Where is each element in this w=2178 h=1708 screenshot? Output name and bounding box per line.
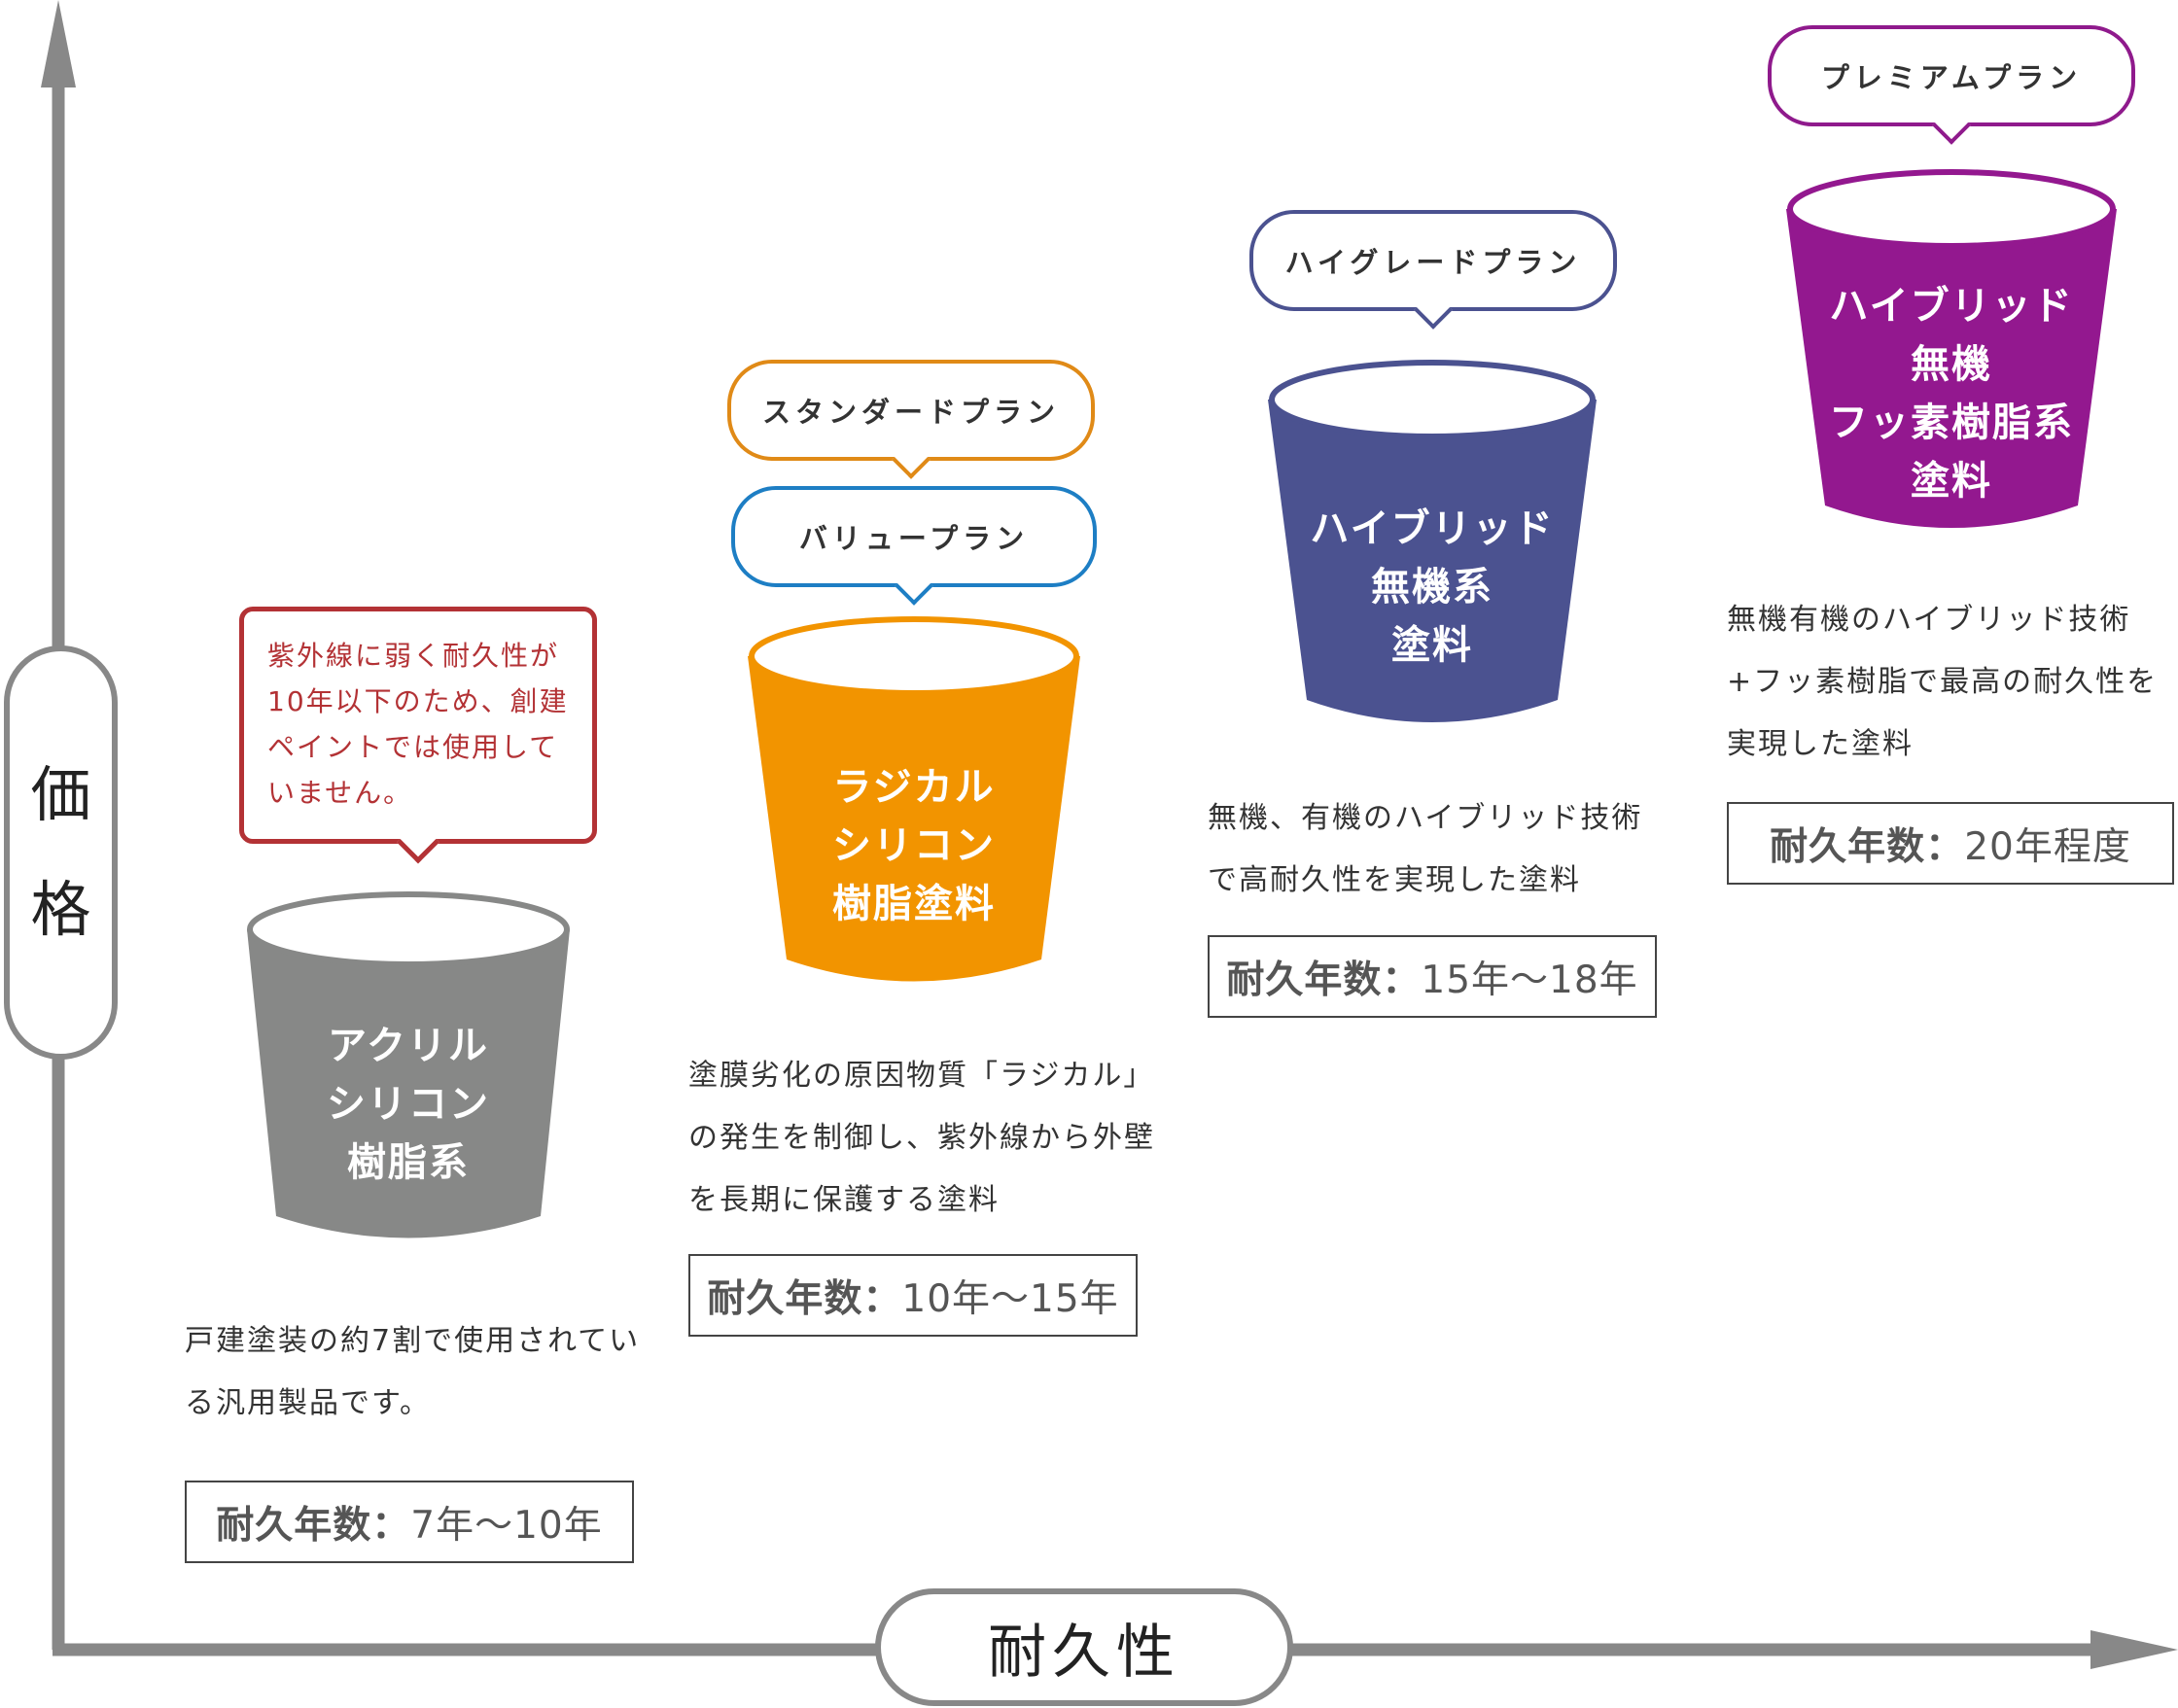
duration-label: 耐久年数： bbox=[1226, 958, 1422, 1002]
bubble-high-grade-plan: ハイグレードプラン bbox=[1249, 210, 1617, 311]
description-hybrid-fluorine: 無機有機のハイブリッド技術+フッ素樹脂で最高の耐久性を実現した塗料 bbox=[1727, 603, 2159, 761]
paint-cup-hybrid-inorganic bbox=[1268, 360, 1597, 722]
paint-name-radical: ラジカル シリコン 樹脂塗料 bbox=[832, 765, 996, 926]
y-axis-arrow bbox=[41, 0, 76, 87]
paint-cup-acrylic bbox=[247, 891, 570, 1238]
paint-name-hybrid-fluorine: ハイブリッド 無機 フッ素樹脂系 塗料 bbox=[1829, 284, 2074, 504]
duration-value: 7年〜10年 bbox=[410, 1503, 603, 1548]
bubble-premium-plan: プレミアムプラン bbox=[1768, 25, 2135, 126]
duration-value: 20年程度 bbox=[1964, 824, 2131, 869]
paint-cup-hybrid-fluorine bbox=[1786, 169, 2117, 528]
duration-label: 耐久年数： bbox=[707, 1276, 902, 1321]
y-axis-label: 価 格 bbox=[4, 645, 118, 1060]
x-axis-label: 耐久性 bbox=[875, 1588, 1293, 1706]
description-acrylic: 戸建塗装の約7割で使用されている汎用製品です。 bbox=[185, 1324, 641, 1420]
paint-name-hybrid-inorganic: ハイブリッド 無機系 塗料 bbox=[1310, 506, 1555, 668]
duration-hybrid-inorganic: 耐久年数： 15年〜18年 bbox=[1208, 935, 1657, 1018]
paint-cup-radical bbox=[748, 616, 1080, 982]
description-hybrid-inorganic: 無機、有機のハイブリッド技術で高耐久性を実現した塗料 bbox=[1208, 801, 1643, 897]
duration-hybrid-fluorine: 耐久年数： 20年程度 bbox=[1727, 802, 2174, 885]
warning-note: 紫外線に弱く耐久性が10年以下のため、創建ペイントでは使用していません。 bbox=[239, 607, 597, 844]
duration-value: 15年〜18年 bbox=[1421, 958, 1638, 1002]
paint-name-acrylic: アクリル シリコン 樹脂系 bbox=[327, 1024, 490, 1185]
y-axis-label-char-2: 格 bbox=[30, 874, 91, 945]
duration-label: 耐久年数： bbox=[1770, 824, 1965, 869]
duration-acrylic: 耐久年数： 7年〜10年 bbox=[185, 1481, 634, 1563]
duration-radical: 耐久年数： 10年〜15年 bbox=[688, 1254, 1138, 1337]
duration-label: 耐久年数： bbox=[216, 1503, 411, 1548]
description-radical: 塗膜劣化の原因物質「ラジカル」の発生を制御し、紫外線から外壁を長期に保護する塗料 bbox=[688, 1059, 1155, 1217]
x-axis-arrow bbox=[2090, 1630, 2178, 1669]
duration-value: 10年〜15年 bbox=[901, 1276, 1119, 1321]
y-axis-label-char-1: 価 bbox=[30, 759, 91, 831]
bubble-value-plan: バリュープラン bbox=[731, 486, 1097, 587]
bubble-standard-plan: スタンダードプラン bbox=[727, 360, 1095, 461]
